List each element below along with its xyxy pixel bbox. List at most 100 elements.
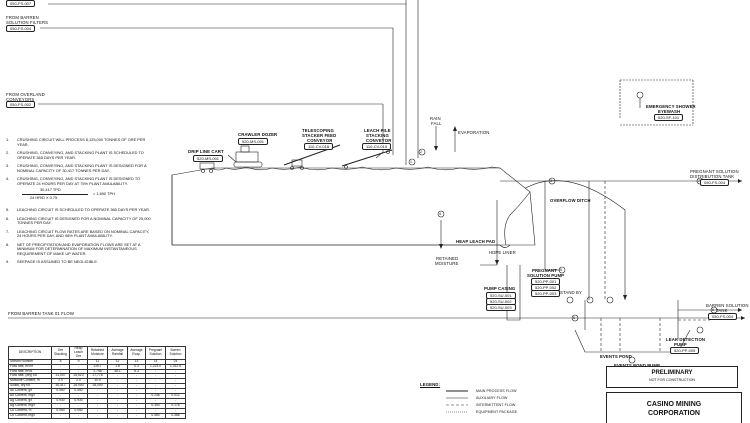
overflow-ditch-label: OVERFLOW DITCH (550, 198, 591, 203)
overland-label-2: CONVEYORS (6, 97, 35, 102)
calc-numerator: 30,417 TPD (40, 187, 61, 192)
table-header: Barren Solution (165, 346, 186, 360)
stream-marker-2: 2 (420, 149, 423, 154)
stream-table: DESCRIPTION Ore Stacking Heap Leach Ore … (8, 346, 186, 419)
pregnant-to-label-2: DISTRIBUTION TANK (690, 174, 735, 179)
stream-marker-6: 6 (573, 315, 576, 320)
preg-pump-tag-3: 520-PP-003 (531, 290, 561, 297)
company-name-line-1: CASINO MINING (646, 401, 702, 408)
note-2: 2.CRUSHING, CONVEYING, AND STACKING PLAN… (6, 150, 144, 160)
preg-pump-label-1: PREGNANT (532, 268, 557, 273)
stacker-label-3: CONVEYOR (307, 138, 333, 143)
general-notes: 1.CRUSHING CIRCUIT WILL PROCESS 8,125,00… (6, 137, 154, 269)
table-header: DESCRIPTION (8, 346, 52, 360)
rain-label-2: FALL (431, 121, 442, 126)
preliminary-stamp: PRELIMINARY NOT FOR CONSTRUCTION (606, 366, 738, 388)
table-cell: - (69, 412, 88, 419)
table-header: Retained Moisture (87, 346, 108, 360)
leak-detection-tag: 520-PP-005 (670, 347, 700, 354)
drip-line-cart-label: DRIP LINE CART (188, 149, 224, 154)
retained-label-1: RETAINED (436, 256, 459, 261)
note-4: 4.CRUSHING, CONVEYING, AND STACKING PLAN… (6, 176, 141, 186)
note-5: 5.LEACHING CIRCUIT IS SCHEDULED TO OPERA… (6, 207, 150, 213)
crawler-dozer-tag: 520-MS-001 (238, 138, 269, 145)
table-header: Average Evap. (127, 346, 146, 360)
leach-pile-label-3: CONVEYOR (366, 138, 392, 143)
company-name-line-2: CORPORATION (648, 410, 700, 417)
evaporation-label: EVAPORATION (458, 130, 490, 135)
pregnant-to-label-1: PREGNANT SOLUTION (690, 169, 739, 174)
note-9: 9.SEEPAGE IS ASSUMED TO BE NEGLIGIBLE. (6, 259, 99, 265)
table-header: Ore Stacking (51, 346, 70, 360)
not-for-construction-text: NOT FOR CONSTRUCTION (648, 378, 696, 382)
legend-item: INTERMITTENT FLOW (476, 402, 516, 407)
barren-solution-label-2: TANK (716, 308, 728, 313)
table-header: Average Rainfall (107, 346, 128, 360)
note-8: 8.NET OF PRECIPITATION AND EVAPORATION F… (6, 241, 141, 257)
leak-detection-label: LEAK DETECTION (666, 337, 706, 342)
legend-item: EQUIPMENT PACKAGE (476, 409, 518, 414)
note-1: 1.CRUSHING CIRCUIT WILL PROCESS 8,125,00… (6, 137, 146, 147)
note-7: 7.LEACHING CIRCUIT FLOW RATES ARE BASED … (6, 228, 150, 239)
eyewash-tag: 520-SF-101 (654, 114, 684, 121)
eyewash-label-2: EYEWASH (658, 109, 681, 114)
retained-label-2: MOISTURE (435, 261, 459, 266)
table-header: Heap Leach Ore (69, 346, 88, 360)
pregnant-solution-tag: 050-FS-004 (700, 179, 730, 186)
table-header: Pregnant Solution (145, 346, 166, 360)
row-label: Cu Content, mg/l (8, 412, 52, 419)
calc-result: = 1,690 TPH (93, 191, 115, 196)
stream-marker-4: 4 (439, 211, 442, 216)
barren-filters-tag: 050-FS-004 (6, 25, 36, 32)
note-3: 3.CRUSHING, CONVEYING, AND STACKING PLAN… (6, 163, 147, 173)
table-cell: - (107, 412, 128, 419)
hdpe-liner-label: HDPE LINER (489, 250, 516, 255)
barren-solution-tag: 050-FS-004 (708, 313, 738, 320)
stacker-label-1: TELESCOPING (302, 128, 334, 133)
standby-label: STAND BY (560, 290, 582, 295)
leach-pile-label-1: LEACH PILE (364, 128, 391, 133)
stream-marker-8: 8 (712, 307, 715, 312)
overland-tag: 050-FS-002 (6, 101, 36, 108)
events-pond-pump-label: EVENTS POND PUMP (614, 363, 660, 368)
barren-filters-label-1: FROM BARREN (6, 15, 39, 20)
events-pond-label: EVENTS POND (600, 354, 632, 359)
leach-pile-label-2: STACKING (366, 133, 389, 138)
table-header-row: DESCRIPTION Ore Stacking Heap Leach Ore … (8, 346, 186, 360)
note-6: 6.LEACHING CIRCUIT IS DESIGNED FOR A NOM… (6, 215, 151, 226)
heap-leach-pad-label: HEAP LEACH PAD (456, 239, 496, 244)
preg-pump-label-2: SOLUTION PUMP (527, 273, 565, 278)
legend-item: MAIN PROCESS FLOW (476, 388, 517, 393)
table-cell: 0.386 (165, 412, 186, 419)
table-cell: - (51, 412, 70, 419)
table-cell: - (127, 412, 146, 419)
title-block: CASINO MINING CORPORATION (606, 392, 742, 423)
stream-marker-1: 1 (410, 159, 413, 164)
drip-line-cart-tag: 520-MS-001 (193, 155, 224, 162)
stream-marker-5: 5 (560, 267, 563, 272)
pump-casing-tag-3: 520-SU-003 (486, 304, 516, 311)
pump-casing-label: PUMP CASING (484, 286, 516, 291)
stream-marker-7: 7 (698, 178, 701, 183)
top-feed-tag: 050-FS-007 (6, 0, 36, 7)
leach-pile-tag: 110-CV-019 (362, 143, 392, 150)
barren-solution-label-1: BARREN SOLUTION (706, 303, 749, 308)
preliminary-text: PRELIMINARY (651, 370, 693, 376)
overland-label-1: FROM OVERLAND (6, 92, 45, 97)
calc-fraction-bar (22, 194, 88, 195)
calc-denominator: 24 HR/D X 0.75 (30, 195, 58, 200)
barren-filters-label-2: SOLUTION FILTERS (6, 20, 49, 25)
eyewash-label-1: EMERGENCY SHOWER (646, 104, 696, 109)
rain-label-1: RAIN (430, 116, 441, 121)
stacker-label-2: STACKER FEED (302, 133, 337, 138)
legend-item: AUXILIARY FLOW (476, 395, 508, 400)
table-cell: 0.460 (145, 412, 166, 419)
table-cell: - (87, 412, 108, 419)
crawler-dozer-label: CRAWLER DOZER (238, 132, 278, 137)
barren-tank-flow-label: FROM BARREN TANK 01 FLOW (8, 311, 74, 316)
